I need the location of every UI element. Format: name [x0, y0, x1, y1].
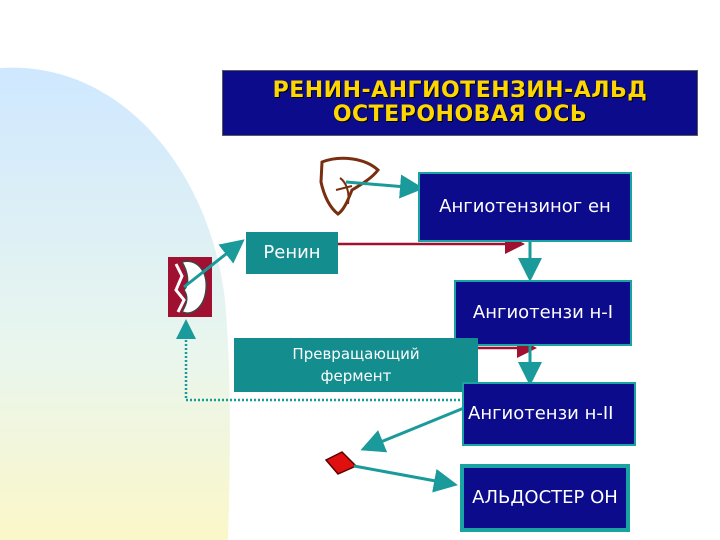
node-angiotensinogen-label: Ангиотензиног ен	[439, 196, 611, 217]
title-line-2: ОСТЕРОНОВАЯ ОСЬ	[332, 102, 588, 127]
title-box: РЕНИН-АНГИОТЕНЗИН-АЛЬД ОСТЕРОНОВАЯ ОСЬ	[222, 70, 698, 136]
node-angiotensinogen: Ангиотензиног ен	[418, 172, 632, 242]
node-angiotensin2-label: Ангиотензи н-II	[468, 403, 614, 424]
title-line-1: РЕНИН-АНГИОТЕНЗИН-АЛЬД	[272, 78, 648, 103]
node-renin: Ренин	[246, 232, 338, 274]
node-angiotensin1: Ангиотензи н-I	[454, 280, 632, 346]
node-converting-enzyme-label: Превращающий фермент	[292, 345, 420, 385]
node-renin-label: Ренин	[263, 242, 321, 263]
node-angiotensin1-label: Ангиотензи н-I	[472, 302, 614, 323]
node-angiotensin2: Ангиотензи н-II	[462, 382, 636, 446]
node-converting-enzyme: Превращающий фермент	[234, 338, 478, 392]
node-aldosterone: АЛЬДОСТЕР ОН	[460, 464, 630, 532]
node-aldosterone-label: АЛЬДОСТЕР ОН	[472, 487, 618, 508]
